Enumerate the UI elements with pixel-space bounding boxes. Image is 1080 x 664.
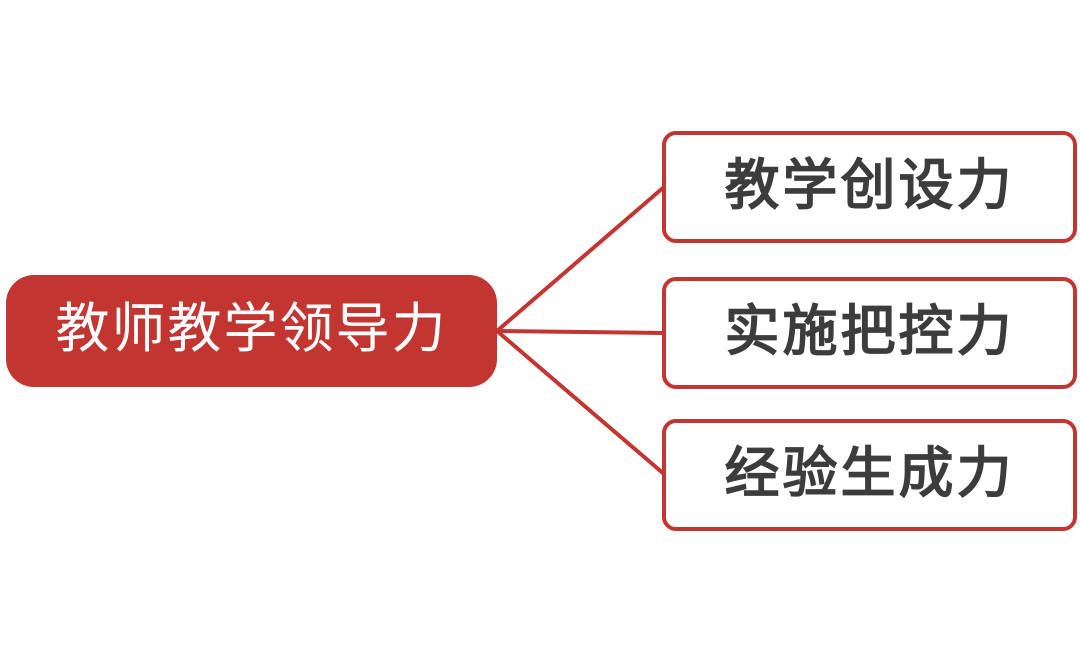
child-node-1-label: 教学创设力 <box>724 153 1015 216</box>
root-node[interactable]: 教师教学领导力 <box>6 275 497 387</box>
connector-line-top <box>495 185 666 333</box>
connector-line-bottom <box>495 329 666 476</box>
child-node-3-label: 经验生成力 <box>724 441 1015 504</box>
root-node-label: 教师教学领导力 <box>55 299 448 359</box>
child-node-2-label: 实施把控力 <box>724 299 1015 362</box>
child-node-2[interactable]: 实施把控力 <box>662 277 1077 389</box>
child-node-1[interactable]: 教学创设力 <box>662 131 1077 243</box>
child-node-3[interactable]: 经验生成力 <box>662 419 1077 531</box>
connector-line-middle <box>495 329 666 335</box>
